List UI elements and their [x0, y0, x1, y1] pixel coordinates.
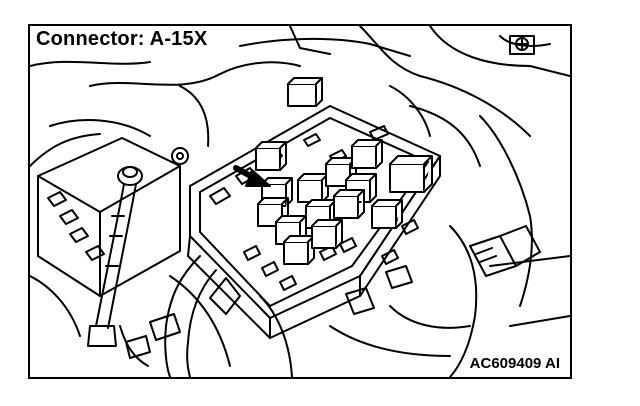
wiring-harness	[125, 255, 413, 377]
battery-cable	[87, 166, 149, 367]
figure-code: AC609409 AI	[467, 355, 562, 372]
pointer-arrow	[233, 165, 271, 187]
relay-1	[255, 141, 287, 171]
relay-13	[311, 219, 343, 249]
connector-title: Connector: A-15X	[36, 28, 212, 53]
bolt-left	[171, 147, 189, 165]
figure-frame: Connector: A-15X AC609409 AI	[28, 24, 572, 379]
relay-11	[333, 189, 365, 219]
relay-14	[371, 199, 403, 229]
relay-7	[389, 155, 433, 193]
relay-top	[287, 77, 323, 107]
background-contours	[30, 26, 570, 377]
relay-12	[283, 235, 315, 265]
bolt-top-right	[509, 35, 535, 55]
right-bracket	[469, 225, 541, 277]
relay-3	[297, 173, 329, 203]
relay-5	[351, 139, 383, 169]
relays	[255, 77, 433, 265]
battery	[37, 137, 181, 297]
engine-bay-illustration	[30, 26, 570, 377]
